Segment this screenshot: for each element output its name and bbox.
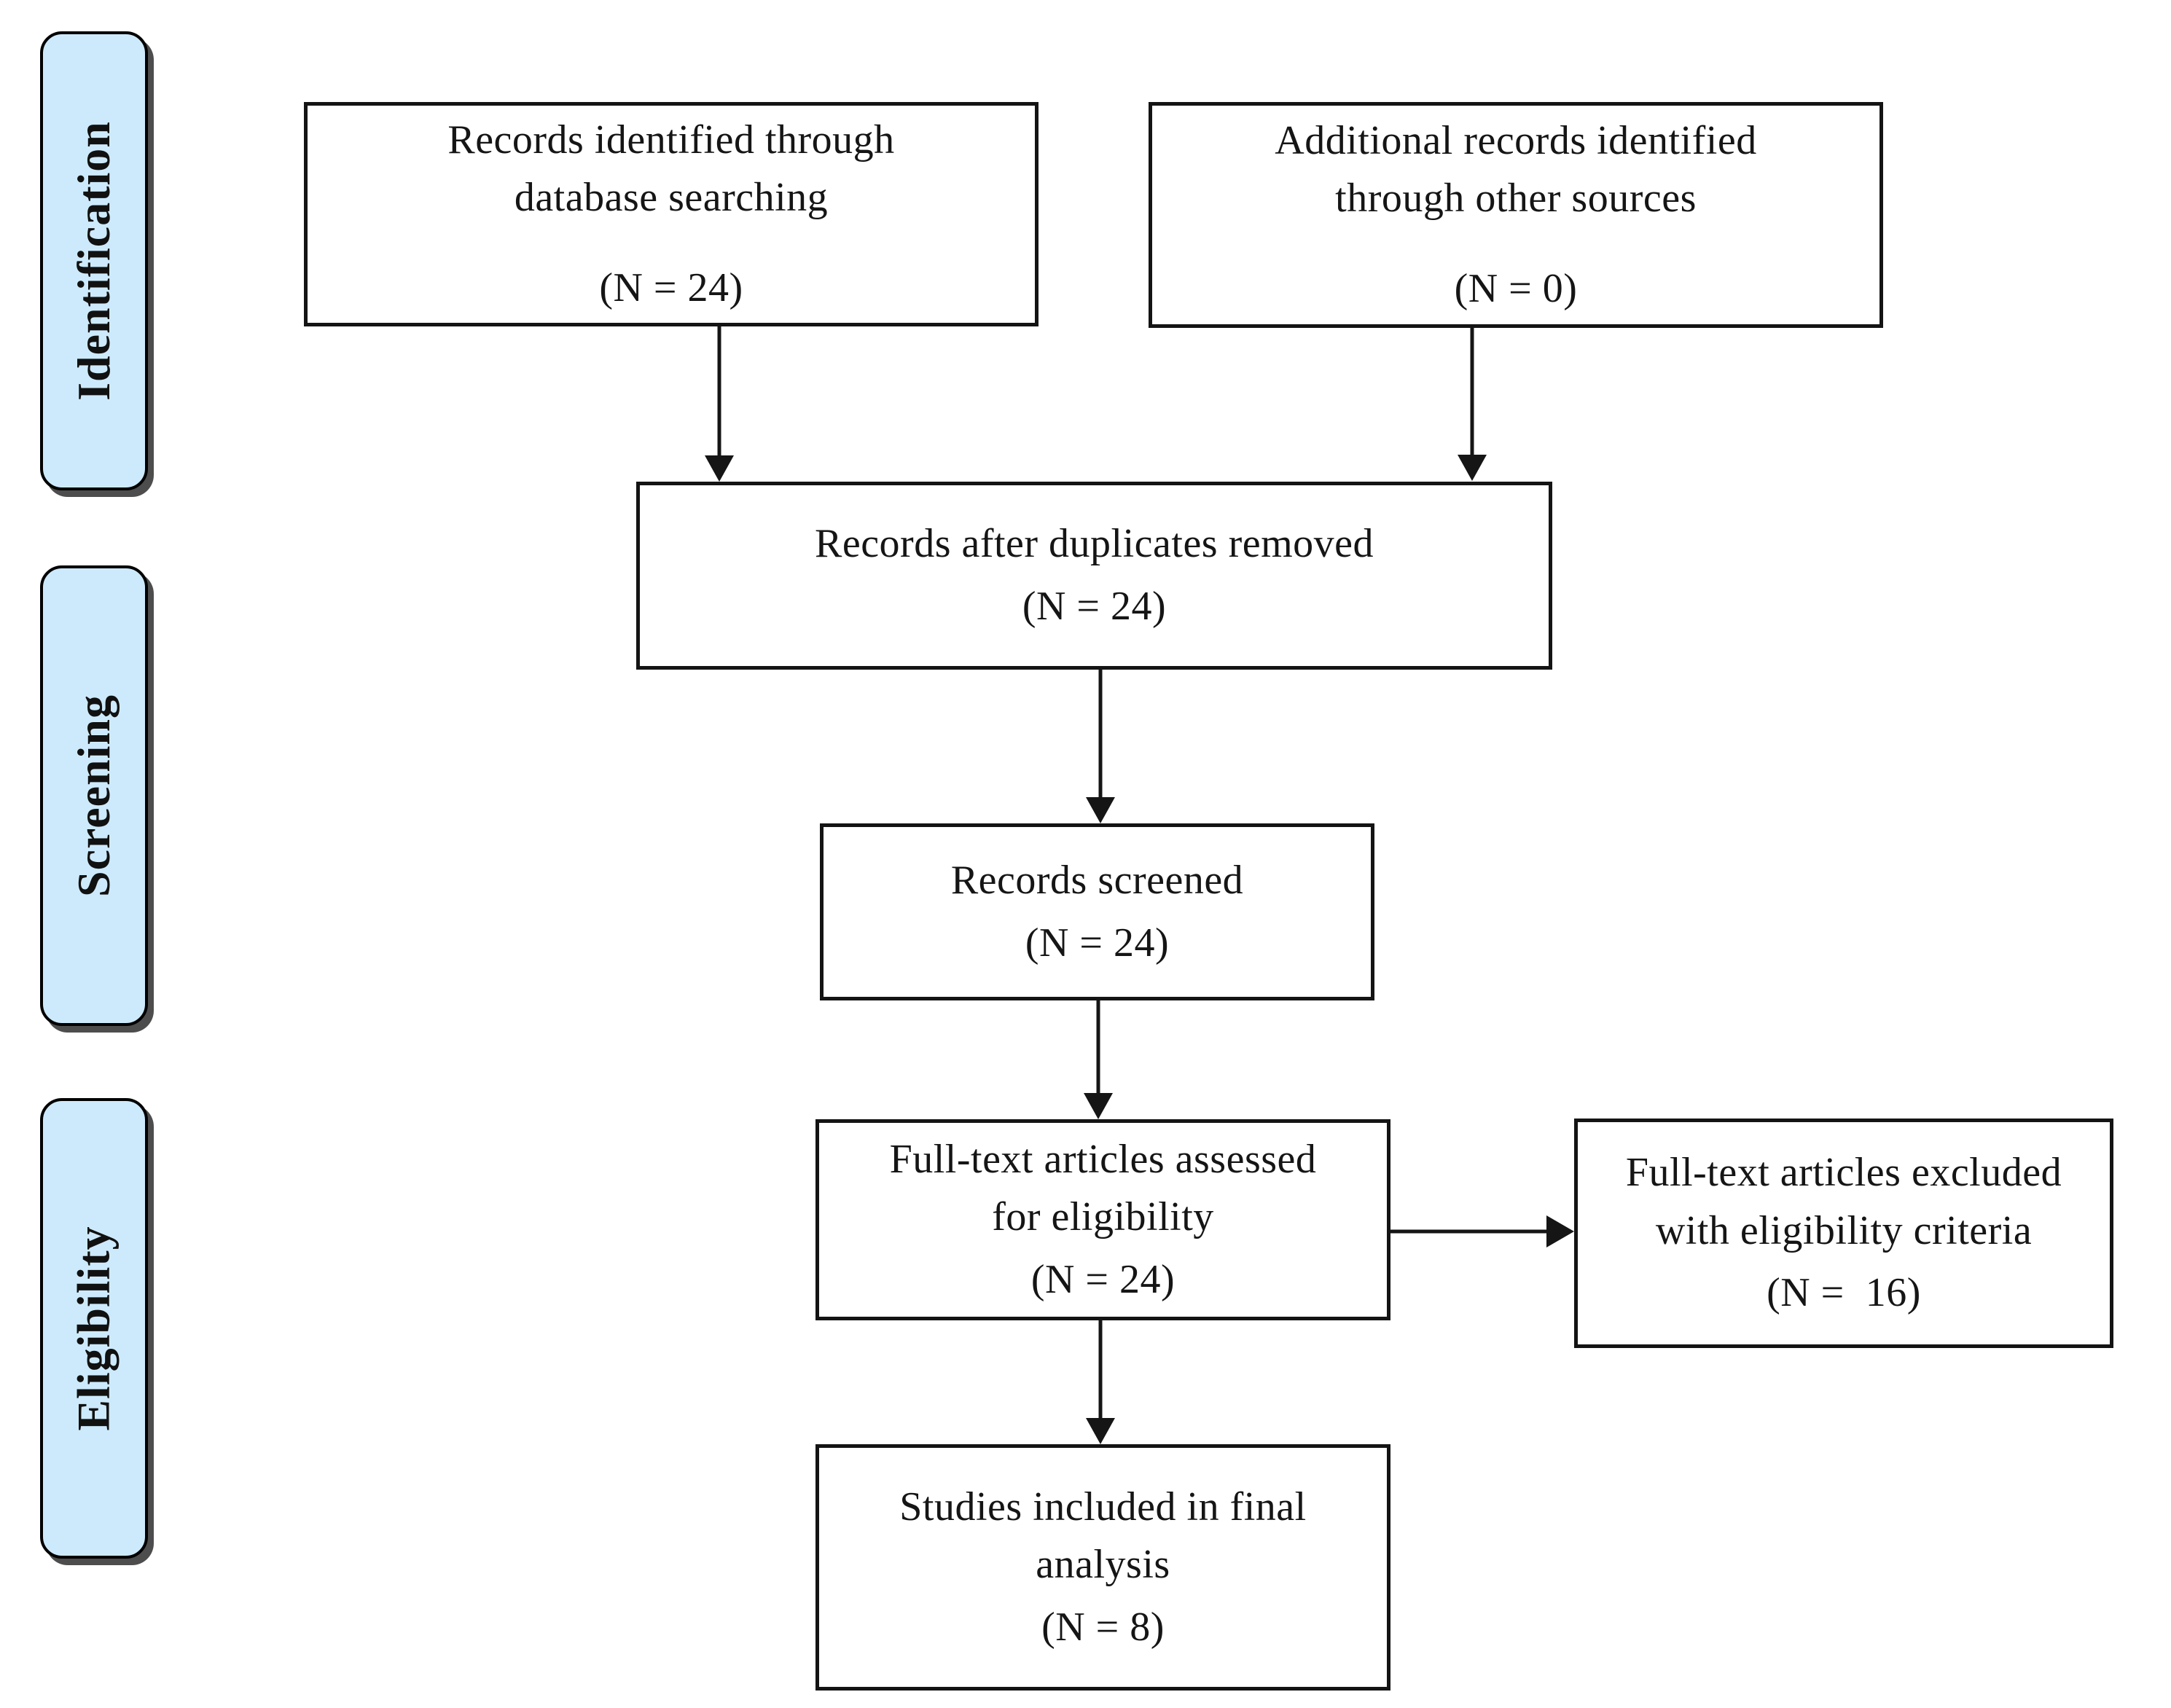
box-additional-records: Additional records identified through ot… xyxy=(1149,102,1883,328)
box-records-identified-line1: Records identified through xyxy=(447,117,895,162)
stage-screening: Screening xyxy=(40,565,148,1026)
arrow-down-head xyxy=(1458,455,1487,481)
box-records-screened-count: (N = 24) xyxy=(1025,920,1170,965)
arrow-shaft xyxy=(1096,1000,1100,1094)
arrow-right-head xyxy=(1546,1215,1574,1247)
arrow-deduped-to-screened xyxy=(1086,670,1115,823)
box-records-identified-count: (N = 24) xyxy=(599,265,743,310)
box-additional-records-line1: Additional records identified xyxy=(1275,117,1757,163)
box-fulltext-excluded-line1: Full-text articles excluded xyxy=(1625,1150,2062,1196)
box-additional-records-line2: through other sources xyxy=(1335,176,1697,222)
arrow-down-head xyxy=(705,455,734,482)
arrow-shaft xyxy=(1098,670,1103,799)
box-fulltext-excluded-count: (N = 16) xyxy=(1767,1270,1921,1316)
stage-identification: Identification xyxy=(40,31,148,490)
stage-eligibility-label: Eligibility xyxy=(68,1226,120,1431)
arrow-shaft xyxy=(717,326,721,457)
arrow-shaft xyxy=(1098,1320,1103,1419)
box-fulltext-assessed-line2: for eligibility xyxy=(992,1194,1214,1240)
box-records-screened: Records screened (N = 24) xyxy=(820,823,1374,1000)
box-studies-included-line1: Studies included in final xyxy=(899,1484,1307,1529)
box-duplicates-removed: Records after duplicates removed (N = 24… xyxy=(636,482,1552,670)
arrow-identified-to-deduped xyxy=(705,326,734,482)
box-additional-records-count: (N = 0) xyxy=(1454,265,1578,311)
box-studies-included: Studies included in final analysis (N = … xyxy=(815,1444,1390,1691)
box-fulltext-assessed: Full-text articles assessed for eligibil… xyxy=(815,1119,1390,1320)
stage-identification-label: Identification xyxy=(68,121,120,401)
arrow-shaft xyxy=(1390,1229,1548,1234)
box-duplicates-removed-count: (N = 24) xyxy=(1022,584,1167,629)
box-studies-included-line2: analysis xyxy=(1036,1542,1170,1588)
box-fulltext-excluded: Full-text articles excluded with eligibi… xyxy=(1574,1119,2113,1348)
box-records-identified-line2: database searching xyxy=(514,175,829,221)
box-fulltext-excluded-line2: with eligibility criteria xyxy=(1655,1207,2033,1253)
box-records-screened-line1: Records screened xyxy=(950,857,1244,903)
stage-screening-label: Screening xyxy=(68,694,120,898)
arrow-shaft xyxy=(1470,328,1474,456)
arrow-down-head xyxy=(1086,1418,1115,1444)
stage-eligibility: Eligibility xyxy=(40,1098,148,1559)
box-fulltext-assessed-line1: Full-text articles assessed xyxy=(889,1136,1317,1182)
arrow-additional-to-deduped xyxy=(1458,328,1487,481)
arrow-down-head xyxy=(1086,797,1115,823)
arrow-screened-to-fulltext xyxy=(1084,1000,1113,1119)
box-fulltext-assessed-count: (N = 24) xyxy=(1030,1256,1176,1302)
box-duplicates-removed-line1: Records after duplicates removed xyxy=(814,521,1374,567)
arrow-down-head xyxy=(1084,1093,1113,1119)
box-studies-included-count: (N = 8) xyxy=(1041,1604,1165,1650)
box-records-identified: Records identified through database sear… xyxy=(304,102,1038,326)
arrow-fulltext-to-excluded xyxy=(1390,1215,1574,1247)
arrow-fulltext-to-included xyxy=(1086,1320,1115,1444)
